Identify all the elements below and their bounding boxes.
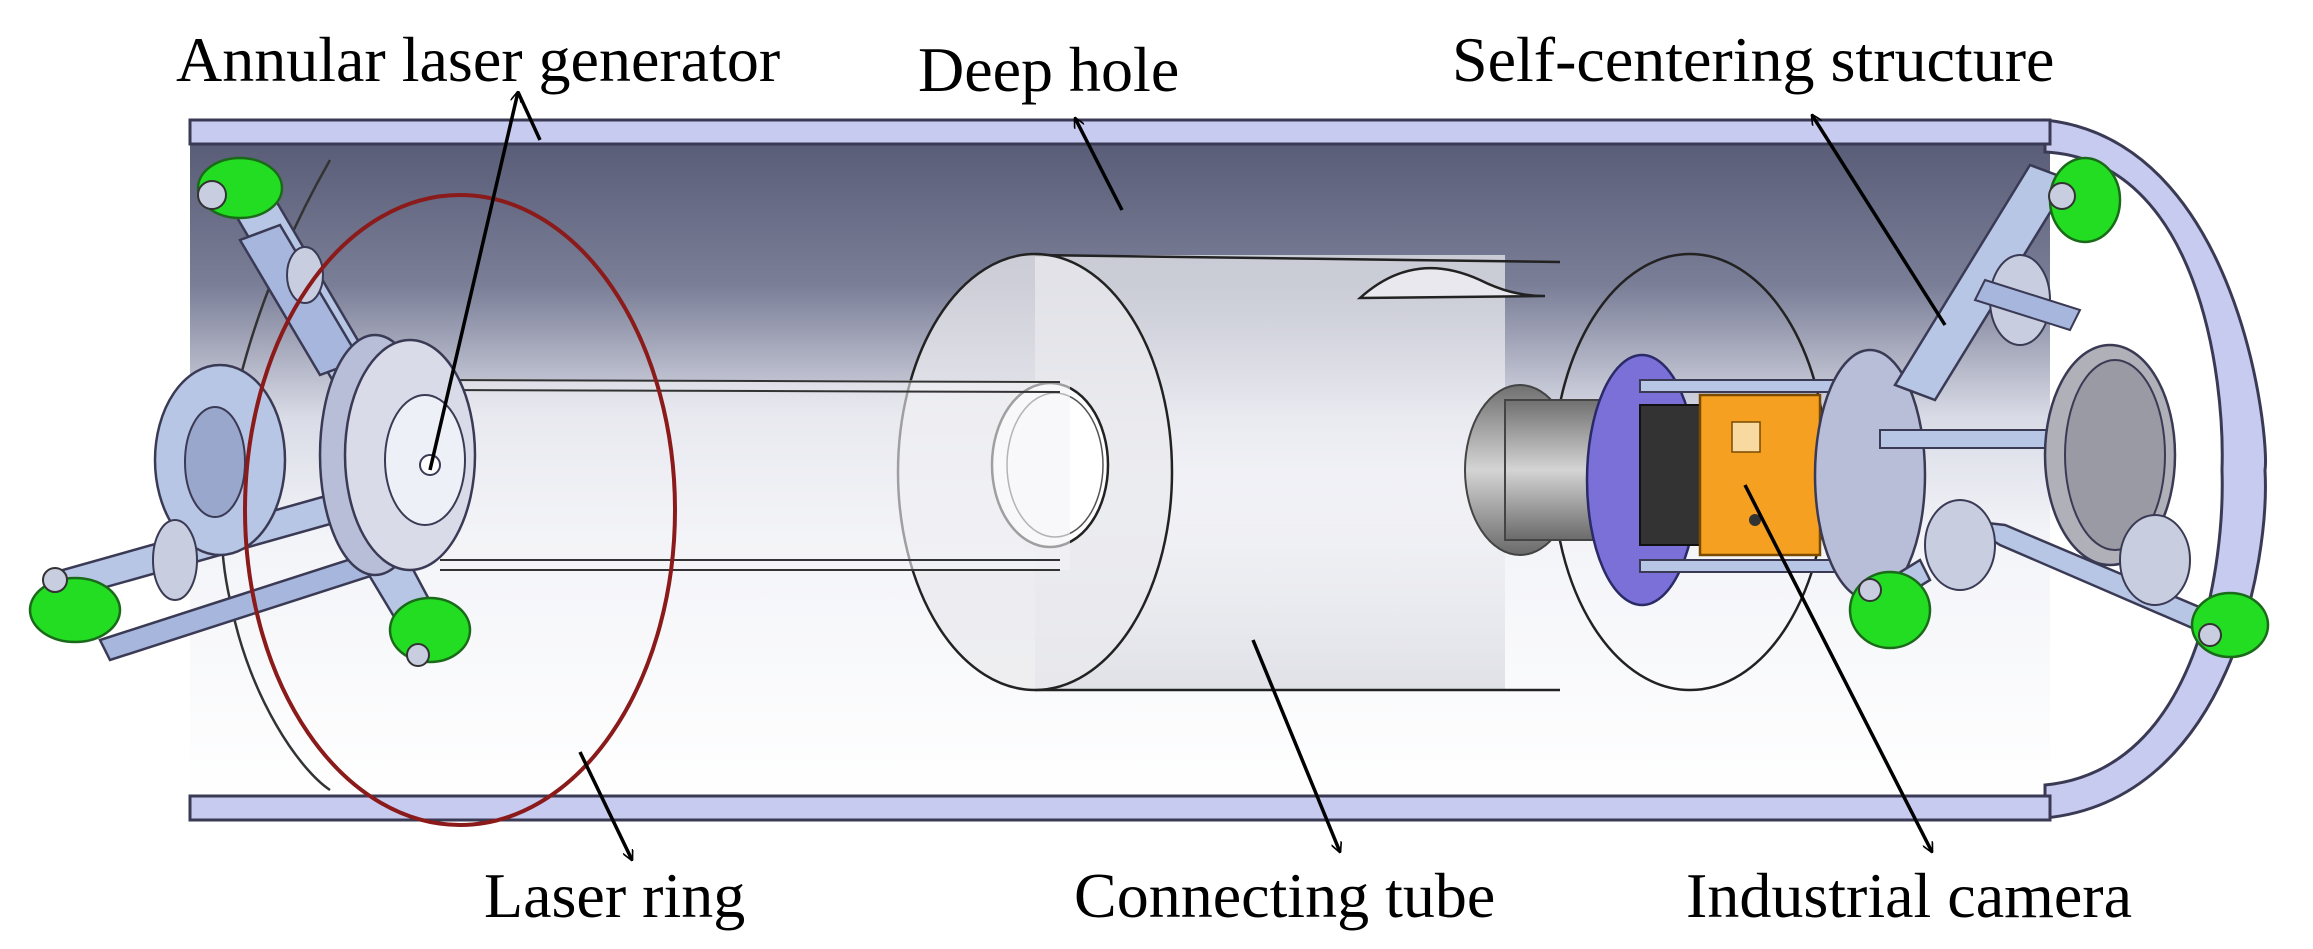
left-wheel-top-hub: [197, 180, 227, 210]
label-self-centering-structure: Self-centering structure: [1452, 24, 2055, 95]
arrow-laser-ring: [578, 751, 634, 860]
label-deep-hole: Deep hole: [918, 34, 1180, 105]
right-end-disc-face: [2064, 359, 2166, 551]
tube-top-edge: [1034, 253, 1561, 264]
right-centering-mechanism: [1848, 156, 2270, 659]
arrow-deep-hole: [1073, 118, 1124, 211]
left-wheel-bottom: [388, 596, 472, 664]
label-connecting-tube: Connecting tube: [1074, 860, 1496, 931]
camera-label: [1731, 421, 1761, 453]
inner-rod-body: [440, 380, 1070, 570]
right-arm-upper-2: [1973, 278, 2082, 332]
arrow-annular-laser-generator: [428, 92, 518, 471]
left-wheel-left-hub: [42, 567, 68, 593]
right-cylinder-lower-2: [2119, 514, 2191, 606]
callout-arrows: [428, 91, 1947, 860]
arrow-annular-laser-generator-tail: [516, 91, 542, 141]
inner-rod-bottom: [440, 559, 1060, 571]
arrow-connecting-tube: [1251, 639, 1340, 852]
label-laser-ring: Laser ring: [484, 860, 746, 931]
right-wheel-bottom-hub: [2198, 623, 2222, 647]
label-annular-laser-generator: Annular laser generator: [176, 24, 781, 95]
laser-ring: [243, 193, 677, 827]
arrow-self-centering: [1812, 115, 1947, 326]
left-cylinder-lower: [152, 519, 198, 601]
left-body-block-face: [184, 406, 246, 518]
pipe-bottom-rim: [188, 794, 2052, 822]
left-cylinder: [286, 246, 324, 304]
right-cylinder-lower: [1924, 499, 1996, 591]
pipe-top-rim: [188, 118, 2052, 146]
left-wheel-bottom-hub: [406, 643, 430, 667]
left-centering-mechanism: [28, 156, 477, 667]
arrow-industrial-camera: [1743, 484, 1934, 852]
left-wheel-left: [28, 576, 122, 644]
inner-rod: [439, 379, 1070, 571]
right-wheel-left-hub: [1858, 578, 1882, 602]
camera-body: [1698, 393, 1822, 557]
camera-screw: [1749, 514, 1761, 526]
right-wheel-top-hub: [2048, 182, 2076, 210]
camera-assembly: [1464, 348, 1927, 607]
inner-rod-top: [439, 379, 1061, 393]
tube-slot: [1356, 266, 1546, 300]
label-industrial-camera: Industrial camera: [1686, 860, 2132, 931]
